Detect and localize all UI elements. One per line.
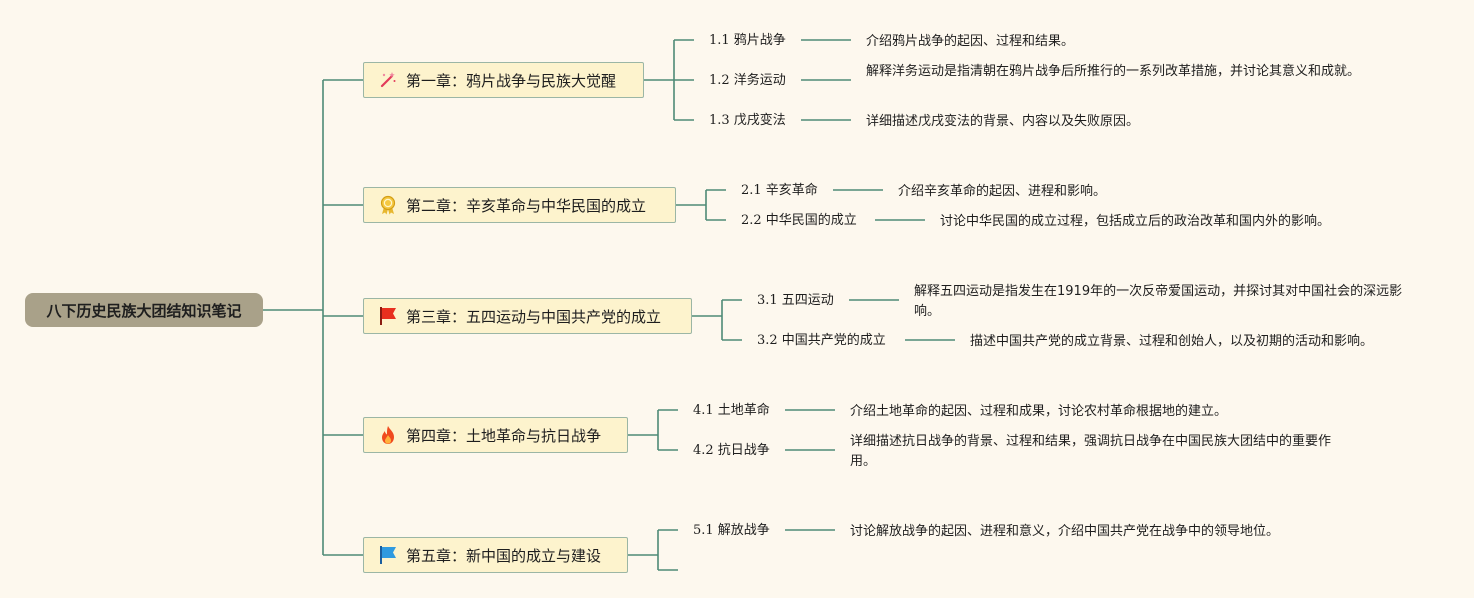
chapter-5-node[interactable]: 第五章：新中国的成立与建设 bbox=[363, 537, 628, 573]
root-node[interactable]: 八下历史民族大团结知识笔记 bbox=[25, 293, 263, 327]
section-2-1-desc: 介绍辛亥革命的起因、进程和影响。 bbox=[898, 184, 1107, 199]
section-3-1-desc: 解释五四运动是指发生在1919年的一次反帝爱国运动，并探讨其对中国社会的深远影响… bbox=[914, 284, 1403, 319]
section-3-2-title[interactable]: 3.2 中国共产党的成立 bbox=[757, 333, 886, 348]
blue-flag-icon bbox=[378, 545, 398, 565]
chapter-2-node[interactable]: 第二章：辛亥革命与中华民国的成立 bbox=[363, 187, 676, 223]
chapter-1-title: 第一章：鸦片战争与民族大觉醒 bbox=[406, 71, 617, 90]
section-1-2-desc: 解释洋务运动是指清朝在鸦片战争后所推行的一系列改革措施，并讨论其意义和成就。 bbox=[866, 64, 1361, 79]
section-5-1-title[interactable]: 5.1 解放战争 bbox=[693, 523, 770, 538]
magic-wand-icon bbox=[378, 70, 398, 90]
root-title: 八下历史民族大团结知识笔记 bbox=[46, 301, 242, 320]
section-1-3-desc: 详细描述戊戌变法的背景、内容以及失败原因。 bbox=[866, 114, 1140, 129]
chapter-3-title: 第三章：五四运动与中国共产党的成立 bbox=[406, 307, 662, 326]
section-3-2-desc: 描述中国共产党的成立背景、过程和创始人，以及初期的活动和影响。 bbox=[970, 334, 1374, 349]
section-4-1-desc: 介绍土地革命的起因、过程和成果，讨论农村革命根据地的建立。 bbox=[850, 404, 1228, 419]
red-flag-icon bbox=[378, 306, 398, 326]
section-2-2-title[interactable]: 2.2 中华民国的成立 bbox=[741, 213, 857, 228]
section-4-2-desc: 详细描述抗日战争的背景、过程和结果，强调抗日战争在中国民族大团结中的重要作用。 bbox=[850, 434, 1332, 469]
section-1-1-title[interactable]: 1.1 鸦片战争 bbox=[709, 33, 786, 48]
section-3-1-title[interactable]: 3.1 五四运动 bbox=[757, 293, 834, 308]
chapter-4-node[interactable]: 第四章：土地革命与抗日战争 bbox=[363, 417, 628, 453]
chapter-2-title: 第二章：辛亥革命与中华民国的成立 bbox=[406, 196, 647, 215]
chapter-3-node[interactable]: 第三章：五四运动与中国共产党的成立 bbox=[363, 298, 692, 334]
section-5-1-desc: 讨论解放战争的起因、进程和意义，介绍中国共产党在战争中的领导地位。 bbox=[850, 524, 1280, 539]
chapter-5-title: 第五章：新中国的成立与建设 bbox=[406, 546, 602, 565]
section-4-2-title[interactable]: 4.2 抗日战争 bbox=[693, 443, 770, 458]
fire-icon bbox=[378, 425, 398, 445]
section-4-1-title[interactable]: 4.1 土地革命 bbox=[693, 403, 770, 418]
section-1-2-title[interactable]: 1.2 洋务运动 bbox=[709, 73, 786, 88]
chapter-4-title: 第四章：土地革命与抗日战争 bbox=[406, 426, 602, 445]
section-2-2-desc: 讨论中华民国的成立过程，包括成立后的政治改革和国内外的影响。 bbox=[940, 214, 1331, 229]
section-2-1-title[interactable]: 2.1 辛亥革命 bbox=[741, 183, 818, 198]
medal-icon bbox=[378, 195, 398, 215]
chapter-1-node[interactable]: 第一章：鸦片战争与民族大觉醒 bbox=[363, 62, 644, 98]
section-1-1-desc: 介绍鸦片战争的起因、过程和结果。 bbox=[866, 34, 1075, 49]
section-1-3-title[interactable]: 1.3 戊戌变法 bbox=[709, 113, 786, 128]
